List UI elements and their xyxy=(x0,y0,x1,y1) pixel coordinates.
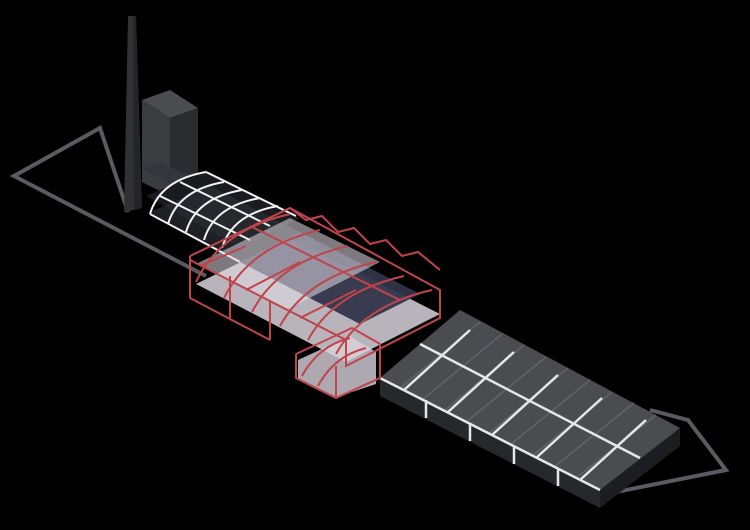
boiler-top xyxy=(142,90,198,118)
red-arch-5 xyxy=(307,275,405,341)
red-frame xyxy=(189,206,441,400)
site-boundary-right xyxy=(605,408,730,496)
boiler-block xyxy=(142,90,198,196)
hall-arch-1 xyxy=(149,171,207,215)
shed-end-wall xyxy=(600,428,680,508)
hall-arch-3 xyxy=(185,189,243,233)
red-intervention-structure xyxy=(189,206,441,400)
red-arch-4 xyxy=(279,261,377,327)
hall-frame xyxy=(149,171,297,263)
hall-purlin-4 xyxy=(205,171,297,217)
red-arch-6 xyxy=(335,289,433,355)
site-boundary-left xyxy=(9,125,207,278)
site-boundary xyxy=(9,125,730,496)
hall-arch-4 xyxy=(203,197,261,241)
red-arch-3 xyxy=(251,245,349,313)
red-pod-outline xyxy=(295,326,381,400)
hall-purlin-3 xyxy=(179,181,271,227)
hall-arch-2 xyxy=(167,181,225,225)
chimney xyxy=(124,16,142,212)
grey-sawtooth-shed xyxy=(379,310,680,508)
shed-frame xyxy=(379,329,647,492)
hall-purlin-2 xyxy=(159,195,251,241)
chimney-shade xyxy=(133,16,142,210)
hall-arch-5 xyxy=(221,205,279,249)
shed-front-wall xyxy=(380,378,600,508)
shed-edge-beam xyxy=(379,376,601,492)
red-arch-1 xyxy=(195,213,291,283)
red-arch-2 xyxy=(223,229,321,299)
